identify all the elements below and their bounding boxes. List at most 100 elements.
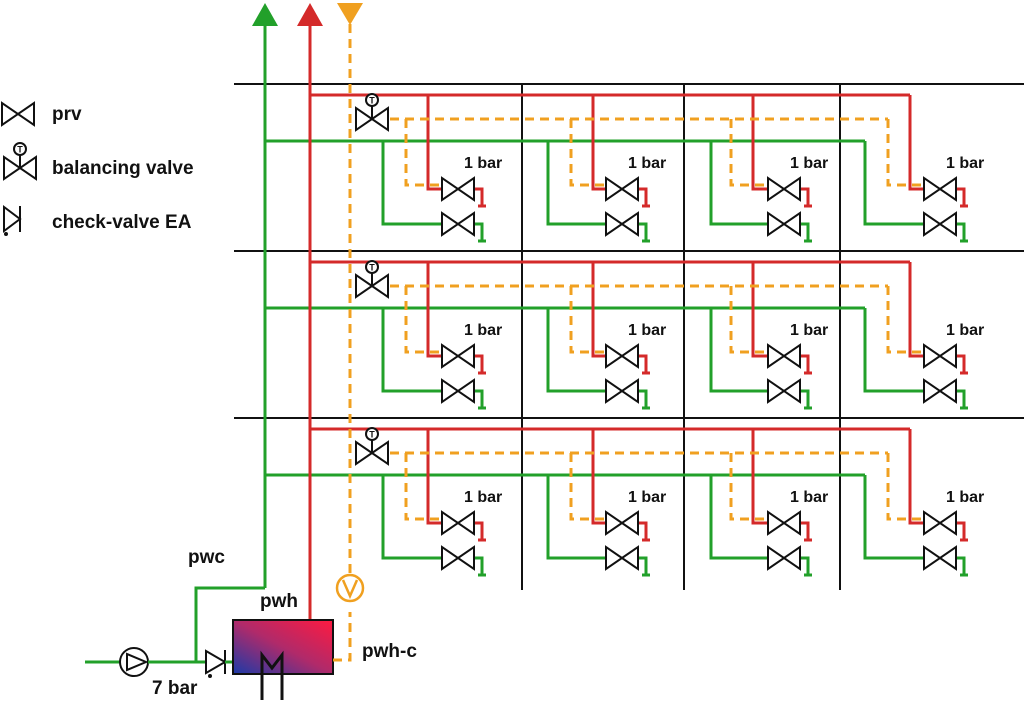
- circulation-pump-icon: [335, 573, 365, 603]
- hot-branch: [908, 262, 924, 358]
- outlet-pressure-label: 1 bar: [946, 322, 984, 339]
- outlet-pressure-label: 1 bar: [464, 322, 502, 339]
- svg-text:T: T: [369, 263, 375, 273]
- circulation-branch: [404, 453, 442, 521]
- outlet-pressure-label: 1 bar: [464, 155, 502, 172]
- cold-outlet-prv: [923, 545, 957, 571]
- balancing-valve-icon: T: [3, 142, 37, 181]
- cold-branch: [863, 141, 924, 226]
- cold-branch-pipe: [194, 586, 265, 662]
- hot-water-pipes: [308, 26, 968, 620]
- circulation-branch: [404, 286, 442, 354]
- hot-branch: [908, 95, 924, 191]
- outlet-pressure-label: 1 bar: [464, 489, 502, 506]
- circulation-branch: [886, 453, 924, 521]
- hot-outlet: [956, 521, 966, 539]
- cold-outlet: [474, 222, 484, 240]
- cold-outlet-prv: [923, 211, 957, 237]
- cold-outlet-prv: [923, 378, 957, 404]
- cold-branch: [546, 141, 606, 226]
- prv-legend-icon: [1, 101, 35, 127]
- cold-outlet-prv: [441, 378, 475, 404]
- circulation-return-pipe: [333, 612, 352, 662]
- hot-outlet: [474, 187, 484, 205]
- cold-branch: [381, 475, 442, 560]
- hot-outlet-prv: [605, 176, 639, 202]
- hot-branch: [751, 429, 768, 525]
- circulation-branch: [729, 286, 768, 354]
- cold-branch: [381, 141, 442, 226]
- cold-branch: [546, 475, 606, 560]
- outlet-pressure-label: 1 bar: [790, 322, 828, 339]
- hot-outlet: [638, 354, 648, 372]
- circulation-branch: [729, 453, 768, 521]
- cold-outlet: [800, 389, 810, 407]
- pump-pressure-label: 7 bar: [152, 678, 198, 699]
- hot-branch: [591, 95, 606, 191]
- hot-branch: [426, 262, 442, 358]
- cold-outlet: [638, 222, 648, 240]
- cold-outlet: [956, 389, 966, 407]
- hot-outlet-prv: [605, 510, 639, 536]
- cold-branch: [709, 141, 768, 226]
- hot-outlet: [956, 187, 966, 205]
- hot-outlet-prv: [441, 176, 475, 202]
- circulation-branch: [729, 119, 768, 187]
- cold-outlet: [800, 556, 810, 574]
- cold-outlet: [474, 389, 484, 407]
- hot-branch: [751, 95, 768, 191]
- cold-outlet: [956, 222, 966, 240]
- cold-branch: [546, 308, 606, 393]
- outlet-pressure-label: 1 bar: [628, 322, 666, 339]
- valve-symbols: T T T: [355, 93, 957, 571]
- svg-text:T: T: [369, 96, 375, 106]
- svg-text:T: T: [17, 145, 23, 155]
- balancing-valve-legend-icon: T: [3, 142, 37, 181]
- hot-outlet-prv: [441, 343, 475, 369]
- cold-outlet-prv: [767, 211, 801, 237]
- outlet-pressure-label: 1 bar: [628, 155, 666, 172]
- cold-branch: [863, 475, 924, 560]
- cold-outlet-prv: [605, 211, 639, 237]
- legend-check-valve-label: check-valve EA: [52, 212, 192, 233]
- circulation-branch: [569, 286, 606, 354]
- svg-text:T: T: [369, 430, 375, 440]
- cold-outlet-prv: [767, 545, 801, 571]
- cold-outlet-prv: [441, 211, 475, 237]
- pwc-label: pwc: [188, 547, 225, 568]
- circulation-pipes: [348, 24, 924, 575]
- hot-outlet: [956, 354, 966, 372]
- circulation-return-arrow-icon: [337, 3, 363, 25]
- legend: T prv balancing valve check-valve EA: [1, 101, 194, 236]
- cold-branch: [863, 308, 924, 393]
- hot-outlet-prv: [923, 510, 957, 536]
- hot-outlet: [474, 354, 484, 372]
- pwh-c-label: pwh-c: [362, 641, 417, 662]
- hot-outlet-prv: [767, 343, 801, 369]
- cold-outlet: [956, 556, 966, 574]
- outlet-pressure-label: 1 bar: [946, 489, 984, 506]
- circulation-branch: [569, 453, 606, 521]
- hot-outlet-prv: [767, 176, 801, 202]
- outlet-pressure-label: 1 bar: [628, 489, 666, 506]
- cold-outlet: [474, 556, 484, 574]
- circulation-branch: [569, 119, 606, 187]
- pump-icon: [119, 647, 149, 677]
- hot-branch: [426, 95, 442, 191]
- floor-divider-lines: [234, 83, 1024, 590]
- water-heater-icon: [232, 619, 334, 700]
- legend-prv-label: prv: [52, 104, 82, 125]
- outlet-pressure-label: 1 bar: [790, 155, 828, 172]
- circulation-branch: [404, 119, 442, 187]
- circulation-branch: [886, 119, 924, 187]
- hot-outlet: [638, 187, 648, 205]
- balancing-valve: T: [355, 93, 389, 132]
- hot-outlet-prv: [767, 510, 801, 536]
- hot-riser-arrow-icon: [297, 3, 323, 26]
- hot-branch: [591, 262, 606, 358]
- cold-outlet-prv: [441, 545, 475, 571]
- balancing-valve: T: [355, 427, 389, 466]
- outlet-pressure-label: 1 bar: [946, 155, 984, 172]
- cold-outlet-prv: [605, 545, 639, 571]
